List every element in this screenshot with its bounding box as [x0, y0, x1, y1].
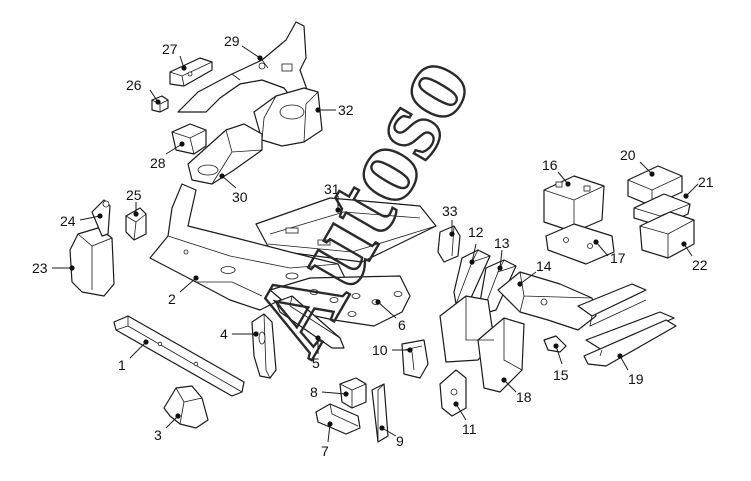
part-27-bracket — [169, 57, 213, 87]
callout-18-label: 18 — [516, 389, 532, 405]
callout-14-label: 14 — [536, 258, 552, 274]
callout-16-label: 16 — [542, 157, 558, 173]
callout-14: 14 — [517, 258, 552, 287]
callout-25: 25 — [126, 187, 142, 217]
part-4-pillar — [251, 313, 277, 379]
callout-29-label: 29 — [224, 33, 240, 49]
part-3-mount — [163, 385, 209, 429]
callout-4-label: 4 — [220, 326, 228, 342]
part-2-front-frame — [149, 183, 347, 311]
part-14-rear-rail — [497, 271, 597, 331]
callout-11: 11 — [453, 401, 477, 437]
callout-7: 7 — [321, 421, 333, 459]
parts — [69, 21, 695, 443]
callout-6-label: 6 — [398, 317, 406, 333]
callout-3-label: 3 — [154, 427, 162, 443]
callout-6: 6 — [375, 299, 406, 333]
callout-32-label: 32 — [338, 102, 354, 118]
callout-20-label: 20 — [620, 147, 636, 163]
part-1-cross-rail — [113, 315, 245, 397]
callout-13-label: 13 — [494, 235, 510, 251]
callout-30: 30 — [219, 173, 248, 205]
part-33-bracket — [437, 225, 461, 263]
callout-25-label: 25 — [126, 187, 142, 203]
callout-30-label: 30 — [232, 189, 248, 205]
callout-3: 3 — [154, 413, 181, 443]
callouts: 1 2 3 4 5 6 7 8 — [32, 33, 714, 459]
callout-4: 4 — [220, 326, 259, 342]
callout-1: 1 — [118, 339, 149, 373]
part-18-inner-panel — [439, 295, 525, 393]
part-25-pump — [125, 207, 147, 241]
callout-32: 32 — [315, 102, 354, 118]
callout-19-label: 19 — [628, 371, 644, 387]
callout-12: 12 — [468, 224, 484, 265]
callout-8-label: 8 — [310, 384, 318, 400]
callout-13: 13 — [494, 235, 510, 271]
part-29-wheelarch-panel — [177, 21, 311, 113]
callout-5-label: 5 — [312, 355, 320, 371]
callout-23-label: 23 — [32, 260, 48, 276]
callout-33: 33 — [442, 203, 458, 237]
callout-5: 5 — [312, 335, 321, 371]
part-23-reservoir — [69, 227, 115, 297]
callout-31: 31 — [324, 181, 341, 213]
callout-15-label: 15 — [553, 367, 569, 383]
part-17-battery-tray — [545, 223, 615, 265]
callout-21-label: 21 — [698, 174, 714, 190]
callout-11-label: 11 — [462, 421, 477, 437]
callout-9-label: 9 — [396, 433, 404, 449]
callout-7-label: 7 — [321, 443, 329, 459]
callout-26: 26 — [126, 77, 161, 105]
callout-29: 29 — [224, 33, 263, 61]
callout-24: 24 — [60, 213, 103, 229]
callout-12-label: 12 — [468, 224, 484, 240]
callout-26-label: 26 — [126, 77, 142, 93]
part-8-bracket — [339, 377, 367, 409]
part-28-bracket — [171, 123, 207, 155]
callout-24-label: 24 — [60, 213, 76, 229]
callout-17-label: 17 — [610, 250, 626, 266]
callout-28-label: 28 — [150, 155, 166, 171]
part-31-floor-panel — [255, 197, 437, 263]
callout-28: 28 — [150, 141, 185, 171]
callout-10-label: 10 — [372, 342, 388, 358]
callout-22-label: 22 — [692, 257, 708, 273]
callout-23: 23 — [32, 260, 75, 276]
callout-21: 21 — [683, 174, 714, 199]
part-19-sill-rails — [577, 283, 677, 367]
callout-33-label: 33 — [442, 203, 458, 219]
part-30-strut — [187, 123, 263, 185]
callout-2-label: 2 — [168, 291, 176, 307]
callout-27-label: 27 — [162, 41, 178, 57]
callout-31-label: 31 — [324, 181, 340, 197]
callout-10: 10 — [372, 342, 413, 358]
callout-27: 27 — [162, 41, 187, 71]
part-11-plate — [439, 369, 467, 417]
part-5-rail — [275, 295, 345, 349]
part-7-strip — [315, 403, 361, 435]
callout-1-label: 1 — [118, 357, 126, 373]
part-10-bracket — [401, 339, 429, 379]
callout-15: 15 — [553, 343, 569, 383]
callout-19: 19 — [617, 353, 644, 387]
part-9-plate — [371, 383, 389, 443]
part-26-clip — [151, 95, 169, 113]
callout-9: 9 — [379, 425, 404, 449]
part-16-battery — [543, 175, 605, 233]
callout-16: 16 — [542, 157, 571, 187]
part-22-box — [639, 211, 695, 259]
callout-18: 18 — [501, 377, 532, 405]
callout-20: 20 — [620, 147, 655, 177]
callout-8: 8 — [310, 384, 349, 400]
callout-17: 17 — [593, 239, 626, 266]
callout-2: 2 — [168, 275, 199, 307]
callout-22: 22 — [681, 241, 708, 273]
part-32-wheel-housing — [253, 87, 323, 147]
